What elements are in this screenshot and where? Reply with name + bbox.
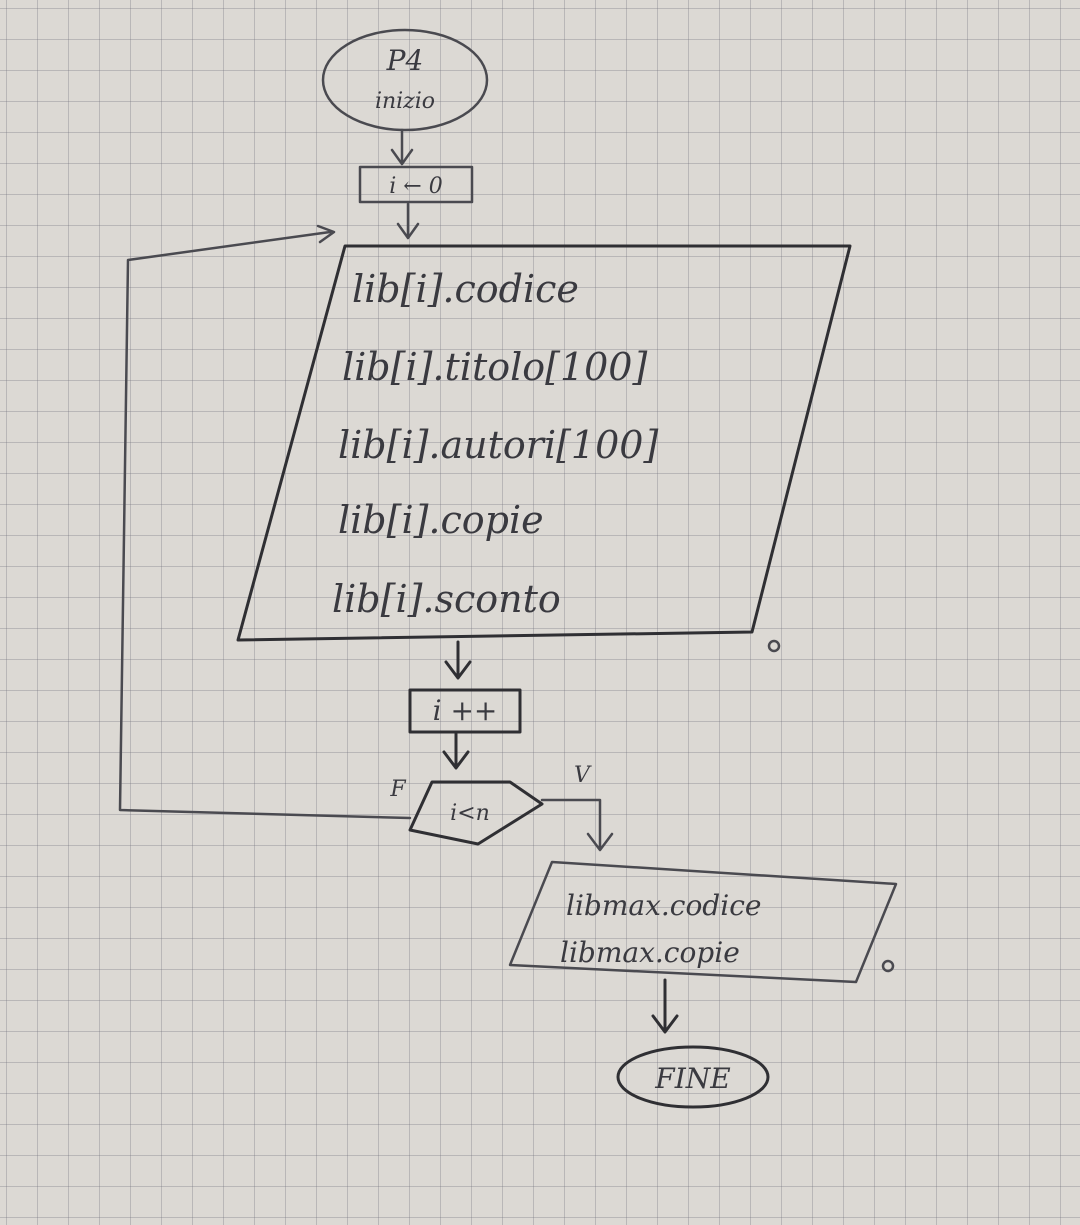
start-terminal bbox=[321, 28, 489, 132]
decision-shape bbox=[408, 780, 544, 846]
input-line-1: lib[i].codice bbox=[352, 267, 579, 311]
input-marker bbox=[767, 639, 781, 653]
start-label-line1: P4 bbox=[386, 44, 424, 77]
increment-box bbox=[408, 688, 522, 734]
decision-label: i<n bbox=[450, 801, 490, 826]
end-label: FINE bbox=[654, 1062, 730, 1095]
input-line-5: lib[i].sconto bbox=[332, 577, 561, 621]
input-line-4: lib[i].copie bbox=[338, 498, 544, 542]
increment-label: i ++ bbox=[433, 694, 498, 727]
output-line-1: libmax.codice bbox=[566, 889, 761, 922]
input-line-3: lib[i].autori[100] bbox=[338, 423, 658, 467]
output-line-2: libmax.copie bbox=[560, 936, 740, 969]
decision-true-label: V bbox=[574, 763, 592, 788]
init-box bbox=[358, 165, 474, 204]
arrow-increment-decision bbox=[442, 732, 470, 770]
end-terminal bbox=[616, 1045, 770, 1109]
input-line-2: lib[i].titolo[100] bbox=[342, 345, 647, 389]
start-label-line2: inizio bbox=[375, 89, 435, 114]
input-parallelogram bbox=[236, 244, 852, 642]
arrow-init-input bbox=[396, 202, 420, 240]
arrow-start-init bbox=[390, 128, 414, 166]
init-label: i ← 0 bbox=[389, 174, 442, 199]
arrow-decision-output bbox=[540, 798, 614, 852]
arrow-output-end bbox=[651, 978, 679, 1034]
output-parallelogram bbox=[508, 860, 898, 984]
decision-false-label: F bbox=[389, 777, 406, 802]
output-marker bbox=[881, 959, 895, 973]
loop-back-arrow bbox=[118, 224, 412, 820]
arrow-input-increment bbox=[444, 640, 472, 680]
